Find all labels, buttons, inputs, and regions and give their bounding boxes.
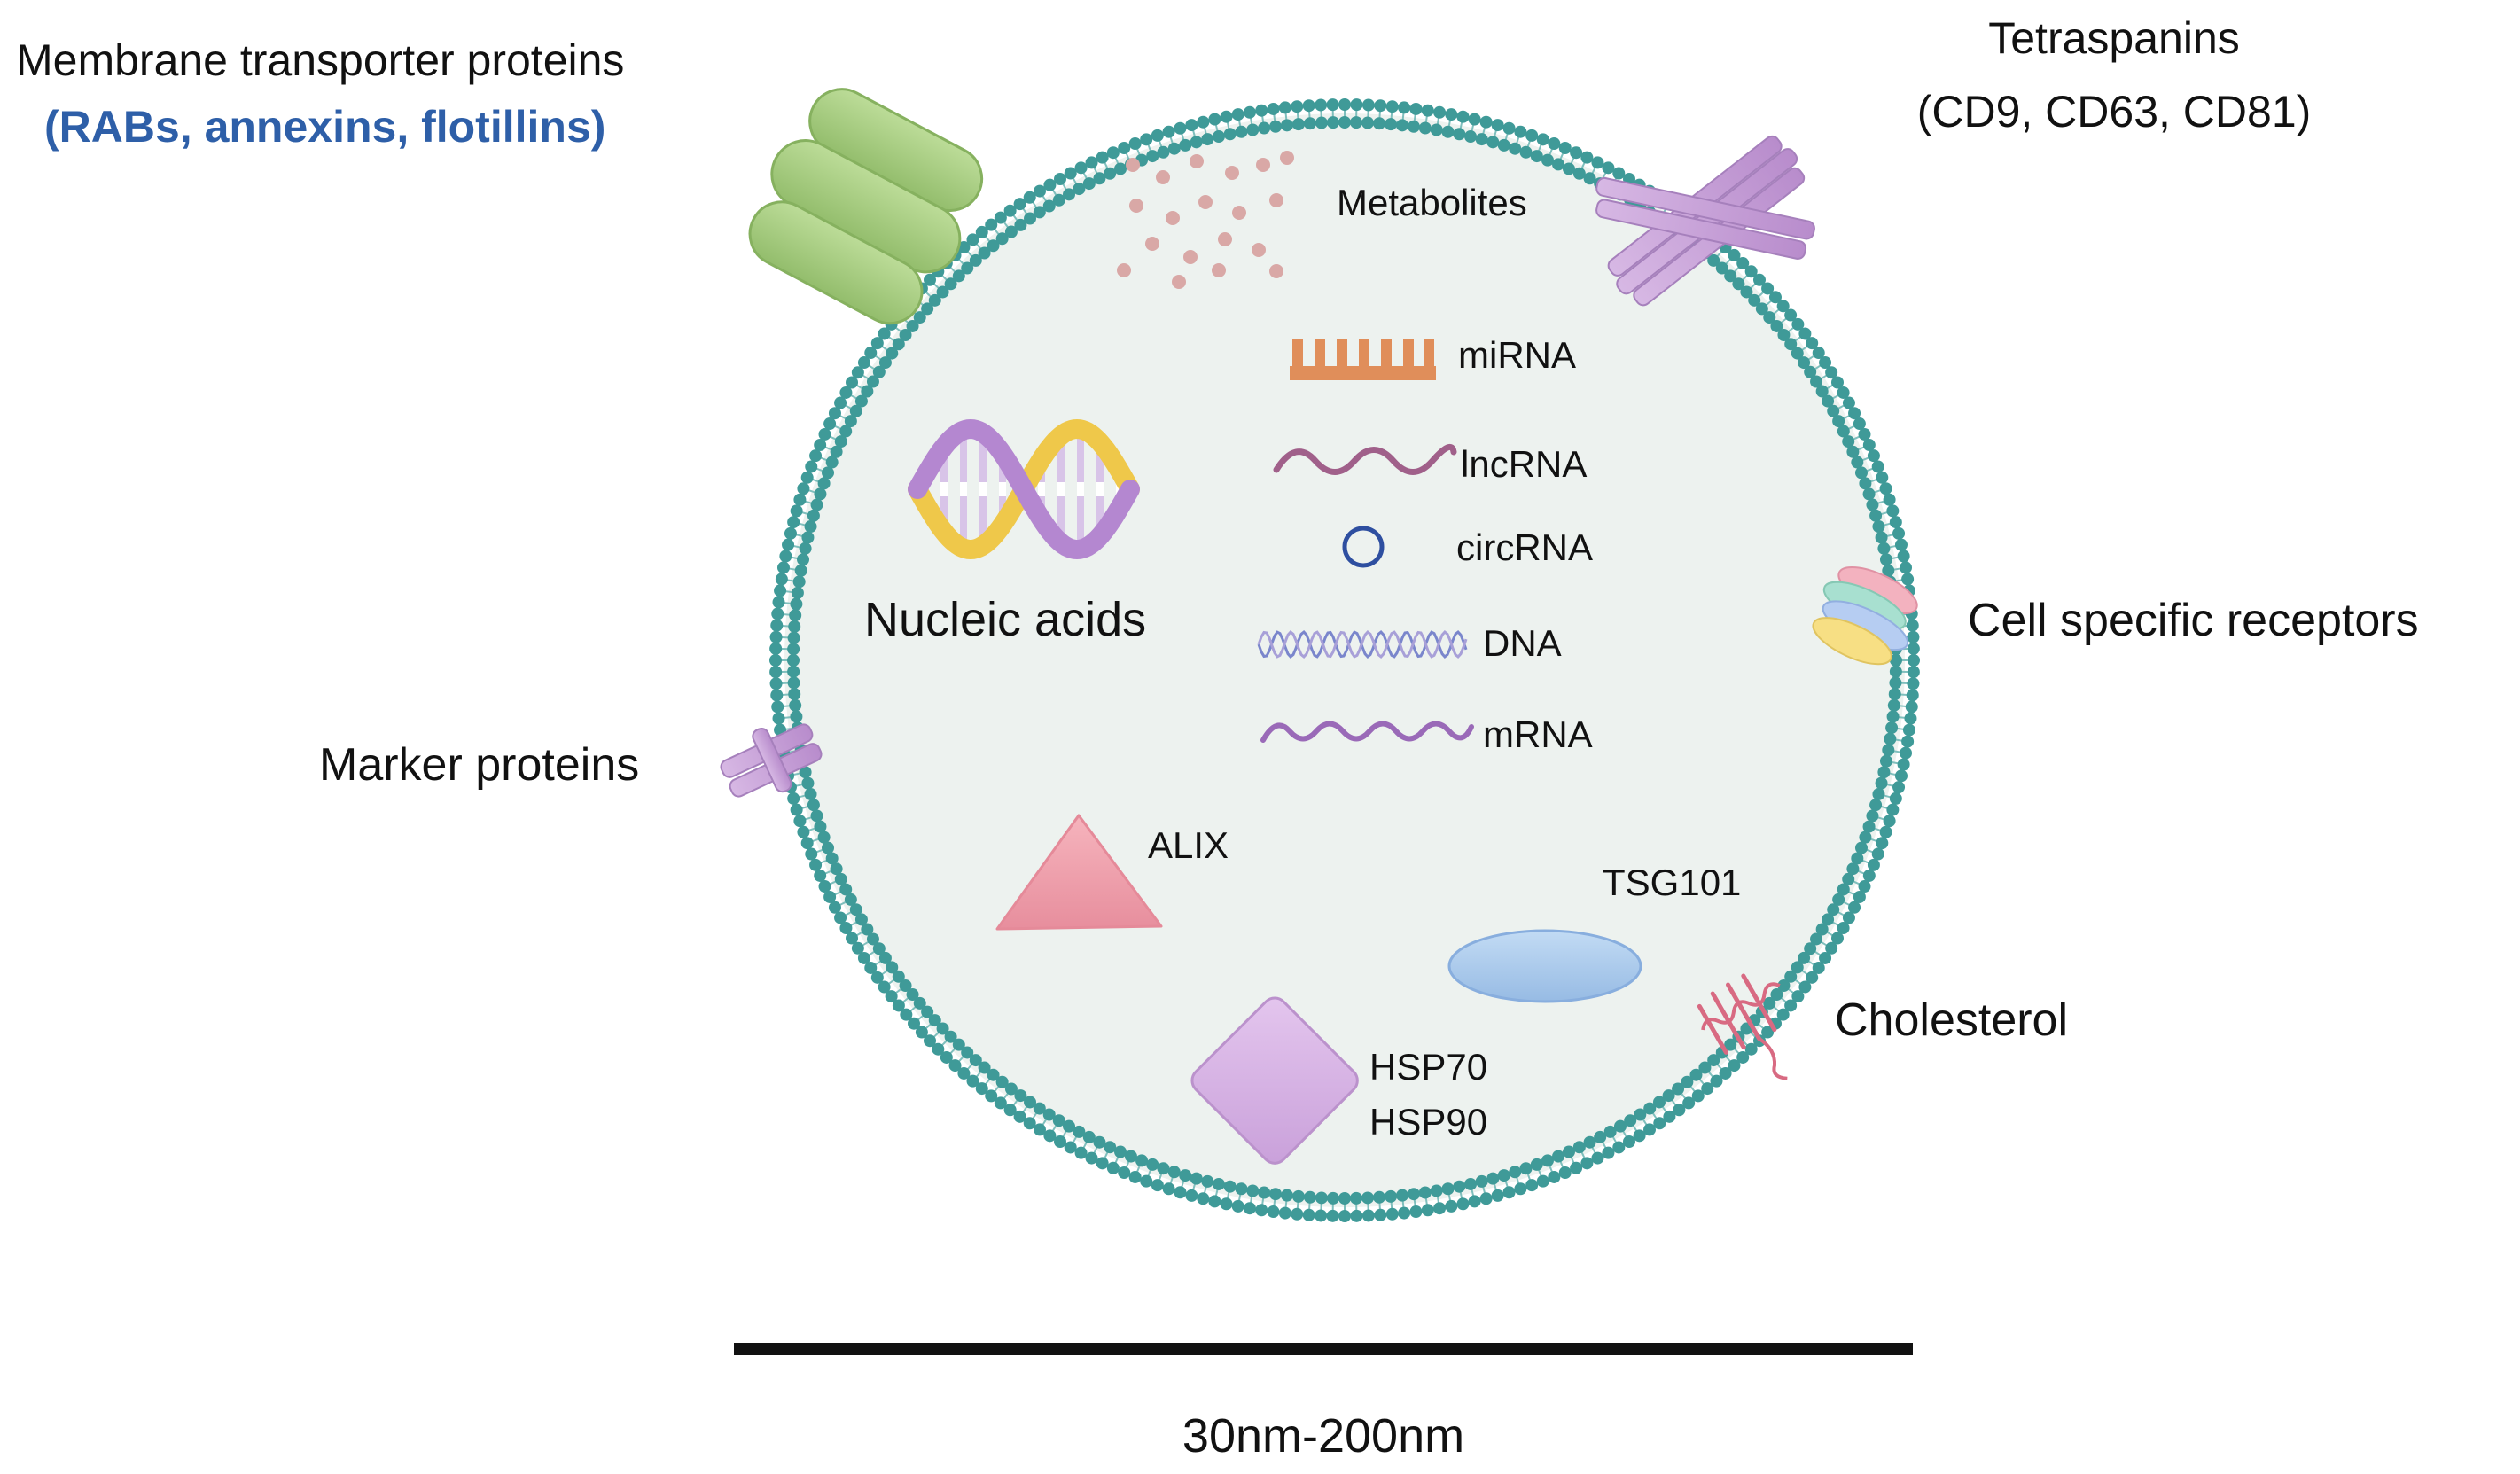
tsg101-label: TSG101	[1603, 862, 1741, 903]
lncrna-label: lncRNA	[1461, 443, 1587, 485]
hsp70-label: HSP70	[1369, 1046, 1487, 1088]
dna-label: DNA	[1483, 622, 1562, 664]
cholesterol-icon	[1697, 973, 1788, 1080]
scale-label: 30nm-200nm	[1182, 1409, 1464, 1462]
membrane-transporter-label: Membrane transporter proteins	[16, 35, 624, 85]
tetraspanins-examples-label: (CD9, CD63, CD81)	[1917, 87, 2312, 136]
membrane-transporter-examples-label: (RABs, annexins, flotillins)	[44, 102, 605, 152]
vesicle-lumen	[784, 113, 1905, 1207]
vesicle	[769, 98, 1920, 1222]
nucleic-acids-label: Nucleic acids	[864, 593, 1146, 646]
cell-specific-receptors-label: Cell specific receptors	[1968, 595, 2419, 646]
double-helix-icon	[908, 418, 1140, 560]
marker-protein-icon	[720, 723, 823, 798]
mirna-icon	[1290, 339, 1436, 380]
metabolites-icon	[1117, 151, 1294, 289]
tetraspanin-icon	[1595, 135, 1815, 307]
mrna-icon	[1260, 721, 1474, 743]
alix-icon	[995, 814, 1163, 931]
hsp90-label: HSP90	[1369, 1101, 1487, 1143]
mrna-label: mRNA	[1483, 714, 1593, 755]
cholesterol-label: Cholesterol	[1835, 994, 2068, 1046]
metabolites-label: Metabolites	[1337, 182, 1527, 223]
hsp-icon	[1190, 996, 1359, 1165]
dna-icon	[1257, 629, 1468, 659]
circrna-label: circRNA	[1456, 526, 1593, 568]
lncrna-icon	[1273, 443, 1457, 475]
cell-specific-receptor-icon	[1812, 565, 1918, 666]
alix-label: ALIX	[1148, 824, 1229, 866]
scale-bar	[734, 1343, 1913, 1355]
circrna-icon	[1342, 526, 1385, 568]
membrane-transporter-protein-icon	[748, 88, 984, 325]
tetraspanins-label: Tetraspanins	[1988, 13, 2240, 63]
lipid-bilayer-membrane	[769, 98, 1920, 1222]
marker-proteins-label: Marker proteins	[319, 739, 639, 791]
mirna-label: miRNA	[1458, 334, 1576, 376]
tsg101-icon	[1447, 929, 1642, 1003]
